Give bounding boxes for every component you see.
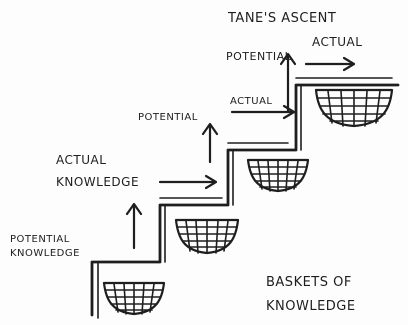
arrow-right-1 (158, 174, 218, 190)
caption-line-2: KNOWLEDGE (266, 299, 356, 314)
basket-3 (246, 158, 310, 193)
label-actual-mid: ACTUAL (230, 96, 273, 107)
arrow-right-2 (230, 104, 296, 120)
arrow-up-3 (279, 52, 297, 114)
caption-line-1: BASKETS OF (266, 275, 352, 290)
label-actual-knowledge-2: KNOWLEDGE (56, 175, 139, 189)
label-potential-knowledge-1: POTENTIAL (10, 234, 70, 245)
arrow-up-2 (201, 122, 219, 164)
label-potential-mid: POTENTIAL (138, 112, 198, 123)
basket-1 (102, 281, 166, 316)
stair-outline (90, 83, 400, 317)
arrow-up-1 (125, 202, 143, 250)
basket-4 (314, 88, 394, 128)
arrow-right-3 (304, 56, 356, 72)
staircase (90, 77, 400, 319)
label-potential-knowledge-2: KNOWLEDGE (10, 248, 80, 259)
basket-2 (174, 218, 240, 255)
label-actual-knowledge-1: ACTUAL (56, 153, 106, 167)
diagram-title: TANE'S ASCENT (227, 11, 336, 26)
label-potential-top: POTENTIAL (226, 50, 292, 63)
label-actual-top: ACTUAL (312, 35, 362, 49)
